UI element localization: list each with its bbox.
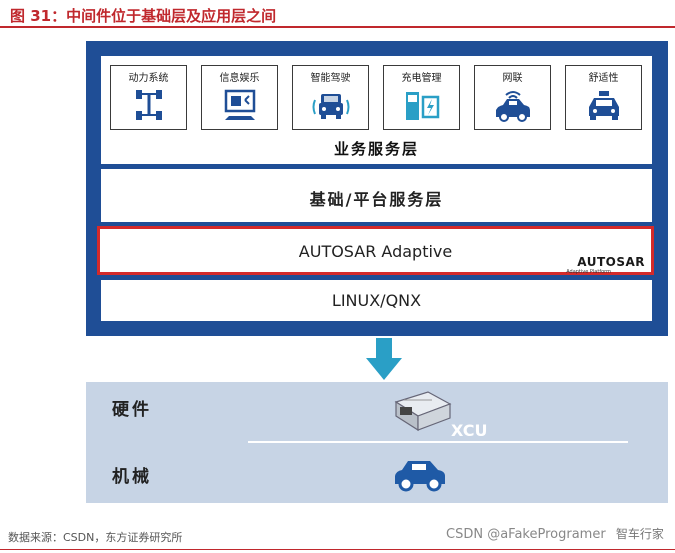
app-label: 舒适性 — [588, 73, 619, 84]
figure-title: 图 31：中间件位于基础层及应用层之间 — [10, 7, 277, 25]
car-icon — [395, 461, 445, 492]
data-source-note: 数据来源：CSDN，东方证券研究所 — [8, 531, 183, 544]
display-icon — [224, 89, 256, 120]
mechanical-label: 机械 — [112, 467, 152, 487]
autosar-logo: AUTOSAR — [577, 255, 645, 269]
app-box-infotainment: 信息娱乐 — [201, 65, 278, 130]
app-box-smart-driving: 智能驾驶 — [292, 65, 369, 130]
wechat-brand: 智车行家 — [615, 527, 664, 541]
os-layer: LINUX/QNX — [101, 280, 652, 321]
autosar-adaptive-label: AUTOSAR Adaptive — [298, 242, 453, 261]
app-label: 信息娱乐 — [219, 73, 260, 84]
watermark-text: CSDN @aFakeProgramer — [446, 527, 606, 542]
business-service-layer-label: 业务服务层 — [333, 140, 419, 158]
figure-title-bar: 图 31：中间件位于基础层及应用层之间 — [0, 0, 675, 28]
xcu-label: XCU — [451, 421, 488, 440]
hardware-label: 硬件 — [112, 400, 152, 420]
app-label: 网联 — [502, 73, 523, 84]
smart-driving-car-icon — [312, 94, 350, 119]
hardware-mechanical-divider — [248, 441, 628, 443]
app-label: 充电管理 — [401, 73, 442, 84]
csdn-watermark: CSDN @aFakeProgramer 智车行家 — [446, 525, 664, 542]
footer-divider — [0, 549, 675, 550]
app-box-charging: 充电管理 — [383, 65, 460, 130]
autosar-adaptive-layer: AUTOSAR Adaptive AUTOSAR Adaptive Platfo… — [97, 226, 654, 275]
connected-car-icon — [496, 91, 530, 122]
app-box-connectivity: 网联 — [474, 65, 551, 130]
app-box-powertrain: 动力系统 — [110, 65, 187, 130]
os-layer-label: LINUX/QNX — [331, 291, 422, 310]
app-label: 智能驾驶 — [310, 73, 351, 84]
platform-service-layer: 基础/平台服务层 — [101, 169, 652, 222]
app-label: 动力系统 — [128, 73, 169, 84]
title-divider — [0, 26, 675, 28]
business-service-panel: 动力系统 信息娱乐 智能驾驶 充电管理 — [101, 56, 652, 164]
autosar-logo-subtitle: Adaptive Platform — [566, 269, 611, 275]
charging-station-icon — [406, 92, 440, 120]
xcu-controller-icon — [394, 391, 452, 432]
down-arrow-icon — [366, 338, 402, 380]
taxi-icon — [589, 91, 619, 120]
platform-service-layer-label: 基础/平台服务层 — [309, 190, 444, 209]
chassis-icon — [136, 90, 162, 120]
app-box-comfort: 舒适性 — [565, 65, 642, 130]
